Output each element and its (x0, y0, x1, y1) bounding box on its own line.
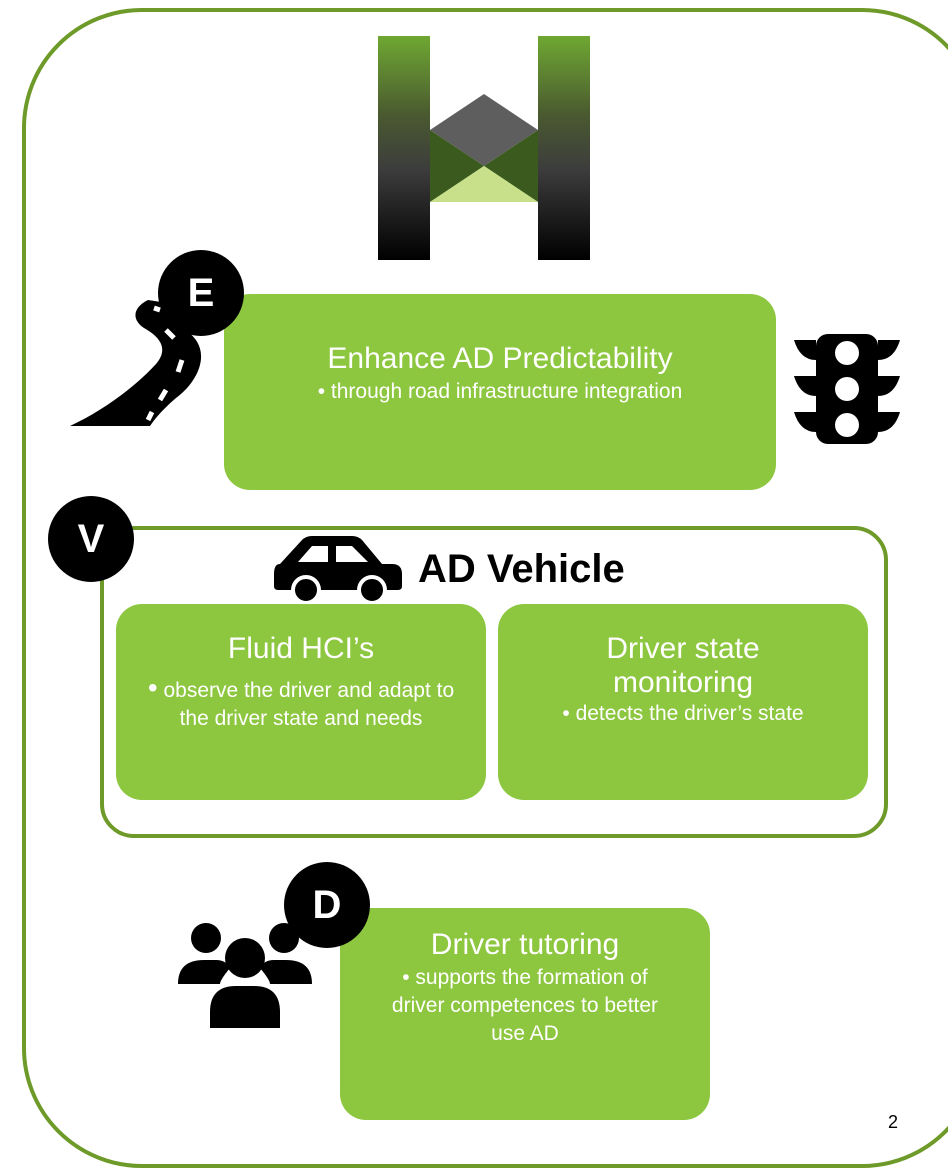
hci-bullet: observe the driver and adapt to the driv… (163, 679, 455, 730)
tutoring-title: Driver tutoring (430, 928, 620, 961)
car-icon (274, 536, 402, 604)
road-icon (70, 300, 202, 426)
hci-bullet-mark: • (147, 672, 158, 703)
vehicle-frame (100, 526, 888, 838)
hci-title: Fluid HCI’s (227, 632, 375, 665)
traffic-light-icon (794, 334, 900, 444)
monitoring-box: Driver state monitoring • detects the dr… (498, 604, 868, 800)
hci-bullet-text: • observe the driver and adapt to the dr… (134, 666, 468, 733)
tutoring-bullet: • supports the formation of driver compe… (391, 966, 659, 1045)
page-number: 2 (888, 1112, 899, 1132)
h-logo-icon (378, 36, 590, 260)
enhance-box: Enhance AD Predictability • through road… (224, 294, 776, 490)
enhance-bullet: • through road infrastructure integratio… (317, 380, 683, 403)
vehicle-title: AD Vehicle (418, 547, 625, 591)
users-icon (178, 923, 312, 1028)
badge-v: V (48, 496, 134, 582)
enhance-title: Enhance AD Predictability (327, 342, 673, 375)
tutoring-box: Driver tutoring • supports the formation… (340, 908, 710, 1120)
monitoring-title: Driver state monitoring (606, 632, 760, 699)
monitoring-bullet: • detects the driver’s state (562, 702, 804, 725)
hci-box: Fluid HCI’s • observe the driver and ada… (116, 604, 486, 800)
